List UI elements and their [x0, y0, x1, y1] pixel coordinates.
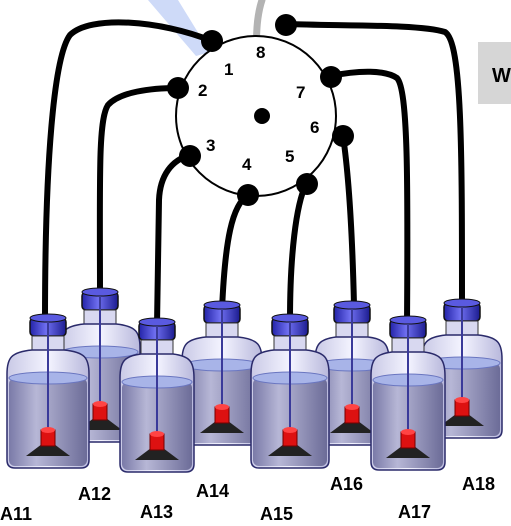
port-label-2: 2	[198, 81, 207, 100]
port-label-1: 1	[224, 60, 233, 79]
bottle-label-a16: A16	[330, 474, 363, 494]
port-label-7: 7	[296, 83, 305, 102]
tube-port3-a13	[157, 155, 190, 325]
port-connector-4	[237, 184, 259, 206]
port-connector-7	[320, 66, 342, 88]
bottle-label-a15: A15	[260, 504, 293, 524]
bottle-label-a17: A17	[398, 502, 431, 522]
tube-port5-a15	[290, 184, 306, 320]
bottle-label-a13: A13	[140, 502, 173, 522]
port-connector-3	[179, 145, 201, 167]
bottle-labels: A11 A12 A13 A14 A15 A16 A17 A18	[0, 474, 495, 524]
port-connector-1	[201, 30, 223, 52]
bottle-a15	[251, 314, 329, 468]
port-label-4: 4	[242, 155, 252, 174]
valve-center-port	[254, 108, 270, 124]
bottle-label-a14: A14	[196, 481, 229, 501]
tube-port2-a12	[100, 88, 178, 300]
port-connector-8	[275, 14, 297, 36]
port-connector-5	[296, 173, 318, 195]
bottle-label-a12: A12	[78, 484, 111, 504]
bottle-label-a18: A18	[462, 474, 495, 494]
tube-port6-a16	[343, 136, 354, 305]
port-label-6: 6	[310, 118, 319, 137]
bottle-group	[7, 288, 502, 472]
tube-port4-a14	[222, 195, 248, 310]
tube-port1-a11	[45, 22, 212, 320]
bottle-label-a11: A11	[0, 504, 32, 524]
port-label-3: 3	[206, 136, 215, 155]
port-connector-2	[167, 77, 189, 99]
port-connector-6	[332, 125, 354, 147]
port-label-5: 5	[285, 147, 294, 166]
side-panel-text: W	[492, 65, 511, 87]
tube-port7-a17	[330, 72, 407, 325]
side-panel: W	[478, 42, 511, 104]
port-label-8: 8	[256, 43, 265, 62]
